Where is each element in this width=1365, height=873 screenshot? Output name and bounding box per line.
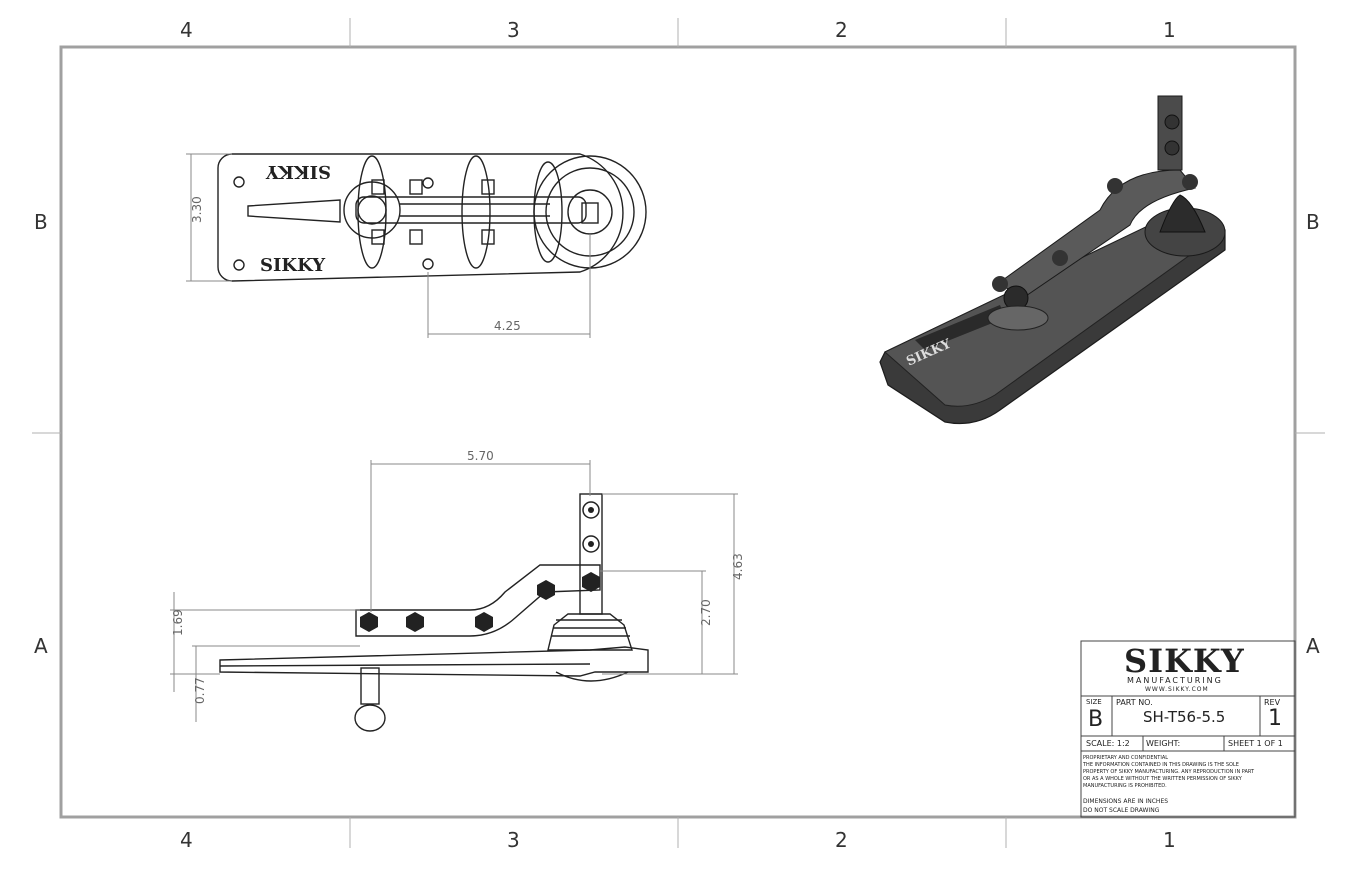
hex-nut (537, 580, 555, 600)
title-block-notes: DIMENSIONS ARE IN INCHES DO NOT SCALE DR… (1083, 797, 1168, 815)
zone-label-left-b: B (34, 210, 48, 234)
confidential-line: OR AS A WHOLE WITHOUT THE WRITTEN PERMIS… (1083, 776, 1242, 782)
shift-link (355, 564, 601, 637)
stiffener-rib (533, 161, 563, 263)
isometric-view (879, 95, 1226, 425)
title-block-subtitle: MANUFACTURING (1127, 676, 1223, 685)
note-line: DIMENSIONS ARE IN INCHES (1083, 798, 1169, 805)
title-block-part-no-value: SH-T56-5.5 (1143, 708, 1226, 726)
stiffener-rib (357, 155, 387, 269)
zone-ticks (32, 18, 1325, 848)
zone-label-bottom-3: 3 (507, 828, 520, 852)
iso-handle (1157, 95, 1183, 171)
confidential-line: MANUFACTURING IS PROHIBITED. (1083, 783, 1167, 789)
side-view-dimension-lines (170, 460, 738, 722)
hex-nut (409, 229, 423, 245)
shift-shaft (581, 202, 599, 224)
dimension-side-length: 5.70 (467, 449, 494, 463)
zone-label-right-b: B (1306, 210, 1320, 234)
confidential-line: THE INFORMATION CONTAINED IN THIS DRAWIN… (1083, 762, 1239, 768)
confidential-title: PROPRIETARY AND CONFIDENTIAL (1083, 755, 1169, 761)
mount-hole (422, 177, 434, 189)
zone-label-bottom-4: 4 (180, 828, 193, 852)
iso-nut (992, 276, 1008, 292)
side-view (219, 493, 649, 732)
iso-nut (1182, 174, 1198, 190)
title-block-size-label: SIZE (1086, 698, 1102, 706)
note-line: DO NOT SCALE DRAWING (1083, 807, 1160, 814)
base-edge (219, 663, 591, 667)
title-block-rev-label: REV (1264, 698, 1281, 707)
hex-nut (409, 179, 423, 195)
shift-link-bar (355, 196, 587, 224)
top-view-dimension-lines (186, 153, 591, 338)
zone-label-top-1: 1 (1163, 18, 1176, 42)
ball-stud-head (354, 704, 386, 732)
pivot-ball (357, 195, 387, 225)
iso-nut (1052, 250, 1068, 266)
title-block-weight: WEIGHT: (1146, 739, 1181, 748)
dimension-side-ball-depth: 0.77 (193, 677, 207, 704)
stiffener-rib (461, 155, 491, 269)
dimension-side-link-height: 1.69 (171, 609, 185, 636)
iso-pivot-mount (987, 305, 1049, 331)
title-block-sheet: SHEET 1 OF 1 (1228, 739, 1283, 748)
zone-label-top-3: 3 (507, 18, 520, 42)
boot-bottom (555, 671, 629, 682)
shifter-handle (579, 493, 603, 615)
top-view-logo: SIKKY (265, 161, 331, 182)
zone-label-top-4: 4 (180, 18, 193, 42)
mount-hole (233, 176, 245, 188)
title-block-size-value: B (1088, 707, 1104, 732)
zone-label-bottom-1: 1 (1163, 828, 1176, 852)
ball-stud (360, 667, 380, 705)
handle-bolt-center (588, 507, 594, 513)
hex-nut (360, 612, 378, 632)
dimension-top-offset: 4.25 (494, 319, 521, 333)
zone-label-right-a: A (1306, 634, 1320, 658)
iso-boot (1159, 194, 1206, 233)
handle-bolt (582, 501, 600, 519)
iso-nut (1107, 178, 1123, 194)
hex-nut (371, 229, 385, 245)
hex-nut (406, 612, 424, 632)
mount-hole (422, 258, 434, 270)
top-view-logo: SIKKY (260, 255, 326, 276)
title-block-company: SIKKY (1124, 642, 1245, 680)
hex-nut (481, 229, 495, 245)
title-block-scale: SCALE: 1:2 (1086, 739, 1130, 748)
handle-bolt (582, 535, 600, 553)
hex-nut (582, 572, 600, 592)
base-slot (247, 199, 341, 223)
confidential-line: PROPERTY OF SIKKY MANUFACTURING. ANY REP… (1083, 769, 1255, 775)
side-view-fasteners (360, 501, 600, 632)
hex-nut (481, 179, 495, 195)
zone-label-top-2: 2 (835, 18, 848, 42)
title-block-rev-value: 1 (1268, 706, 1282, 731)
side-view-base-plate (219, 646, 649, 677)
title-block-confidential: PROPRIETARY AND CONFIDENTIAL THE INFORMA… (1083, 755, 1293, 790)
title-block-part-no-label: PART NO. (1116, 698, 1153, 707)
mount-hole (233, 259, 245, 271)
dimension-side-total-height: 4.63 (731, 553, 745, 580)
iso-slot (915, 305, 1005, 350)
title-block-frame (1080, 640, 1296, 818)
handle-bolt-center (588, 541, 594, 547)
dimension-top-height: 3.30 (190, 196, 204, 223)
iso-bolt (1164, 114, 1180, 130)
iso-bolt (1164, 140, 1180, 156)
hex-nut (475, 612, 493, 632)
zone-label-bottom-2: 2 (835, 828, 848, 852)
zone-label-left-a: A (34, 634, 48, 658)
shift-boot (547, 613, 633, 651)
hex-nut (371, 179, 385, 195)
title-block-website: WWW.SIKKY.COM (1145, 686, 1209, 693)
sheet-border (59, 45, 1297, 819)
dimension-side-pivot-height: 2.70 (699, 599, 713, 626)
